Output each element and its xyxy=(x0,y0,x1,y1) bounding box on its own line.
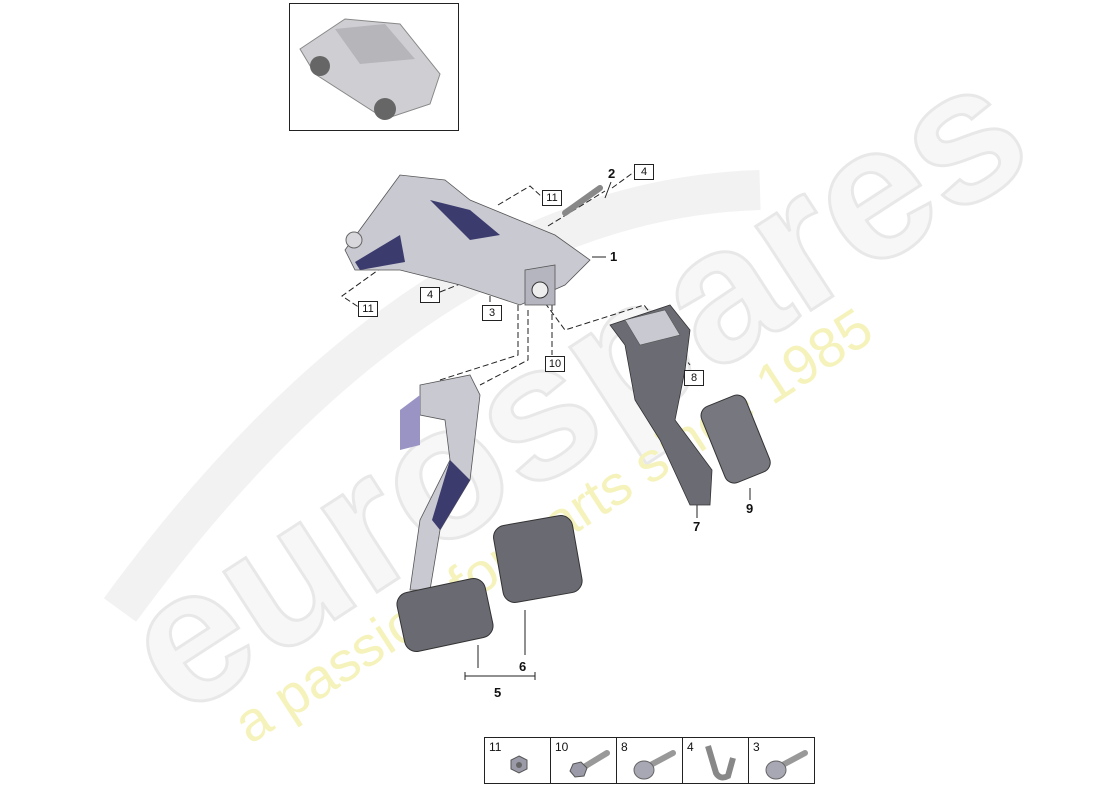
legend-item[interactable]: 3 xyxy=(749,738,814,783)
accelerator-pad-part xyxy=(700,394,771,484)
car-overview-icon xyxy=(299,18,441,120)
legend-number: 3 xyxy=(753,740,760,754)
brake-pedal-part xyxy=(396,374,583,652)
callout-6[interactable]: 6 xyxy=(519,659,527,674)
vehicle-thumbnail xyxy=(289,3,459,131)
pedal-bracket-part xyxy=(344,174,591,306)
callout-1[interactable]: 1 xyxy=(610,249,618,264)
watermark: eurospares a passion for parts since 198… xyxy=(85,17,1063,756)
torx-screw-icon xyxy=(633,750,676,780)
legend-number: 8 xyxy=(621,740,628,754)
callout-10[interactable]: 10 xyxy=(545,356,565,372)
legend-number: 11 xyxy=(489,740,502,754)
pin-part xyxy=(562,185,603,216)
legend-item[interactable]: 4 xyxy=(683,738,749,783)
callout-5[interactable]: 5 xyxy=(494,685,502,700)
callout-4[interactable]: 4 xyxy=(634,164,654,180)
accelerator-pedal-part xyxy=(609,304,713,506)
callout-7[interactable]: 7 xyxy=(693,519,701,534)
fastener-legend: 11 10 8 4 3 xyxy=(484,737,815,784)
callout-8[interactable]: 8 xyxy=(684,370,704,386)
callout-11[interactable]: 11 xyxy=(542,190,562,206)
callout-2[interactable]: 2 xyxy=(608,166,616,181)
callout-11[interactable]: 11 xyxy=(358,301,378,317)
legend-number: 4 xyxy=(687,740,694,754)
legend-item[interactable]: 8 xyxy=(617,738,683,783)
hex-nut-icon xyxy=(510,755,528,774)
callout-9[interactable]: 9 xyxy=(746,501,754,516)
callout-3[interactable]: 3 xyxy=(482,305,502,321)
legend-item[interactable]: 11 xyxy=(485,738,551,783)
watermark-brand: eurospares xyxy=(87,19,1062,755)
legend-number: 10 xyxy=(555,740,569,754)
torx-screw-icon xyxy=(765,750,808,780)
solid-leaders xyxy=(464,181,751,680)
legend-item[interactable]: 10 xyxy=(551,738,617,783)
callout-4[interactable]: 4 xyxy=(420,287,440,303)
hex-flange-bolt-icon xyxy=(569,750,610,778)
u-clip-icon xyxy=(705,745,736,781)
